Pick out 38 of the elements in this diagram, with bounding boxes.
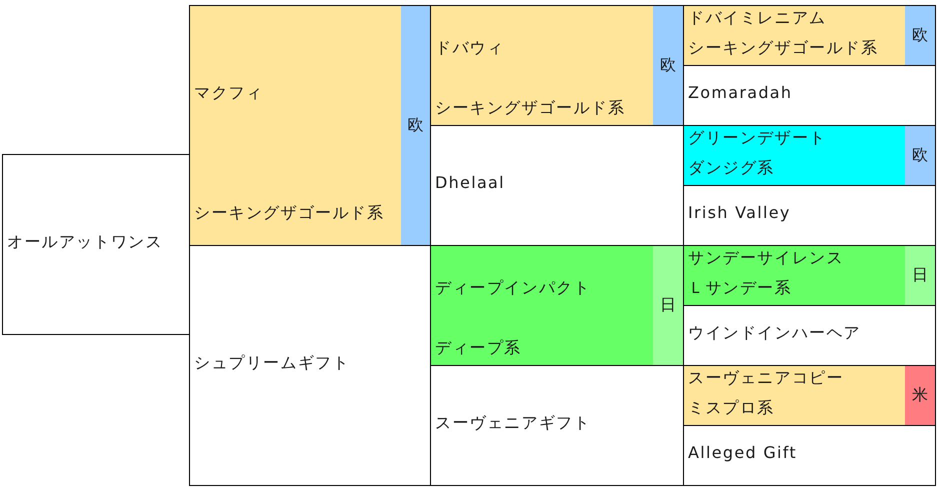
pedigree-cell — [2, 154, 190, 335]
horse-name: ドバイミレニアム — [688, 8, 826, 28]
horse-name: ウインドインハーヘア — [688, 323, 861, 343]
sire-line-label: ミスプロ系 — [688, 398, 774, 418]
horse-name: ドバウィ — [435, 38, 504, 58]
region-tag: 米 — [905, 366, 935, 425]
region-tag: 欧 — [905, 126, 935, 185]
pedigree-cell — [683, 5, 936, 66]
horse-name: スーヴェニアコピー — [688, 368, 844, 388]
pedigree-cell — [683, 245, 936, 306]
horse-name: スーヴェニアギフト — [435, 413, 591, 433]
horse-name: オールアットワンス — [7, 232, 163, 252]
pedigree-cell — [189, 5, 431, 246]
sire-line-label: シーキングザゴールド系 — [194, 203, 384, 223]
horse-name: シュプリームギフト — [194, 353, 350, 373]
horse-name: グリーンデザート — [688, 128, 826, 148]
horse-name: Alleged Gift — [688, 443, 797, 463]
sire-line-label: ディープ系 — [435, 338, 522, 358]
horse-name: サンデーサイレンス — [688, 248, 844, 268]
horse-name: ディープインパクト — [435, 278, 591, 298]
horse-name: Dhelaal — [435, 173, 505, 193]
horse-name: マクフィ — [194, 83, 264, 103]
region-tag: 欧 — [653, 6, 683, 125]
region-tag: 日 — [653, 246, 683, 365]
sire-line-label: シーキングザゴールド系 — [435, 98, 626, 118]
horse-name: Irish Valley — [688, 203, 791, 223]
region-tag: 欧 — [401, 6, 430, 245]
region-tag: 日 — [905, 246, 935, 305]
region-tag: 欧 — [905, 6, 935, 65]
pedigree-cell — [683, 365, 936, 426]
horse-name: Zomaradah — [688, 83, 792, 103]
pedigree-cell — [683, 425, 936, 486]
pedigree-cell — [683, 125, 936, 186]
pedigree-cell — [430, 5, 684, 126]
sire-line-label: Ｌサンデー系 — [688, 278, 792, 298]
pedigree-cell — [430, 245, 684, 366]
sire-line-label: ダンジグ系 — [688, 158, 774, 178]
sire-line-label: シーキングザゴールド系 — [688, 38, 878, 58]
